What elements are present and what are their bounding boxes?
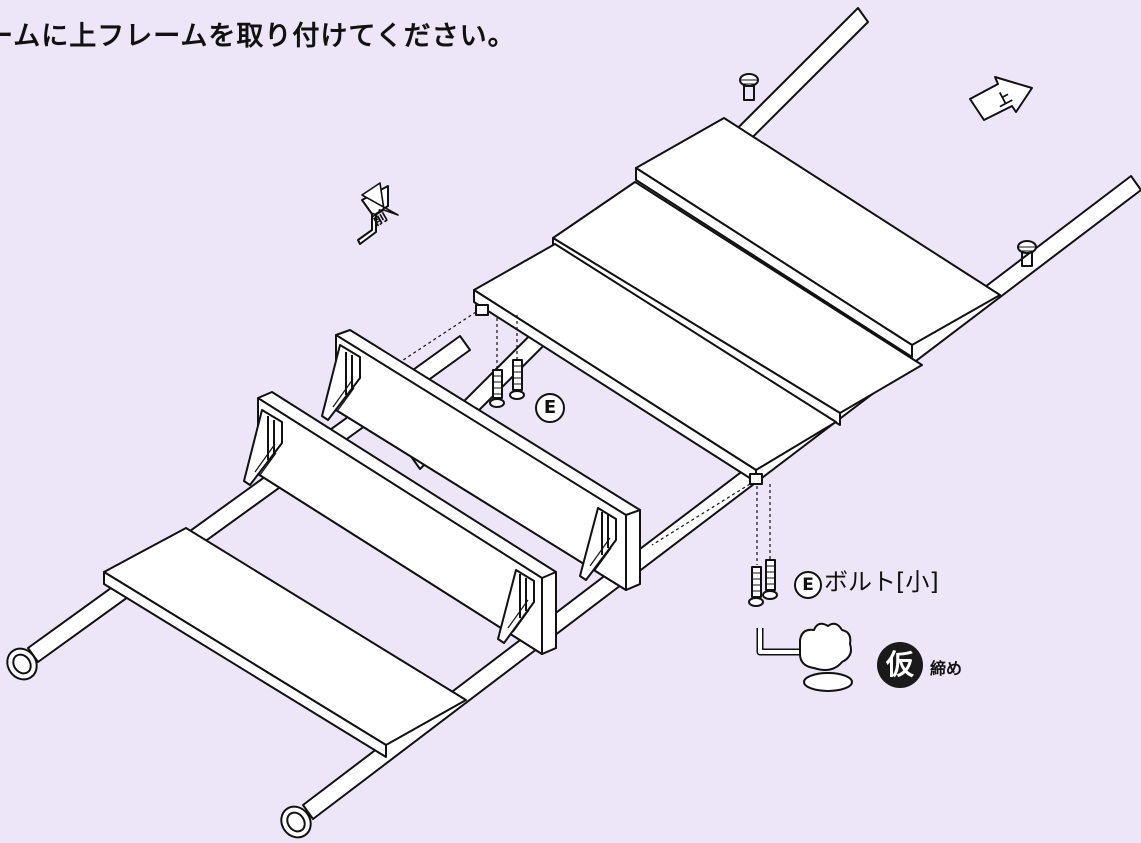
part-letter-badge: E: [794, 571, 822, 599]
bolt-icon: [489, 369, 505, 408]
bracket: [321, 344, 361, 421]
tighten-text: 締め: [930, 659, 963, 678]
top-arrow-icon: [969, 76, 1033, 121]
upper-board-1: [635, 117, 1001, 358]
front-arrow-icon: [357, 182, 399, 245]
bracket: [579, 507, 617, 581]
page-title: ームに上フレームを取り付けてください。: [0, 21, 516, 52]
bracket: [243, 409, 283, 486]
bolt-icon: [762, 559, 778, 600]
bolt-icon: [748, 566, 764, 607]
bolt-icon: [509, 359, 525, 400]
hand-icon: [799, 622, 853, 692]
bolt-name: ボルト[小]: [824, 568, 939, 596]
temporary-badge: 仮: [877, 642, 923, 688]
upper-board-3: [473, 243, 837, 485]
part-e-marker: E: [535, 393, 565, 423]
bracket: [497, 569, 535, 644]
bottom-board: [103, 527, 467, 758]
knob-icon: [739, 73, 759, 101]
hex-key-icon: [756, 628, 808, 656]
part-letter-badge: E: [535, 393, 565, 423]
knob-icon: [1017, 240, 1037, 267]
